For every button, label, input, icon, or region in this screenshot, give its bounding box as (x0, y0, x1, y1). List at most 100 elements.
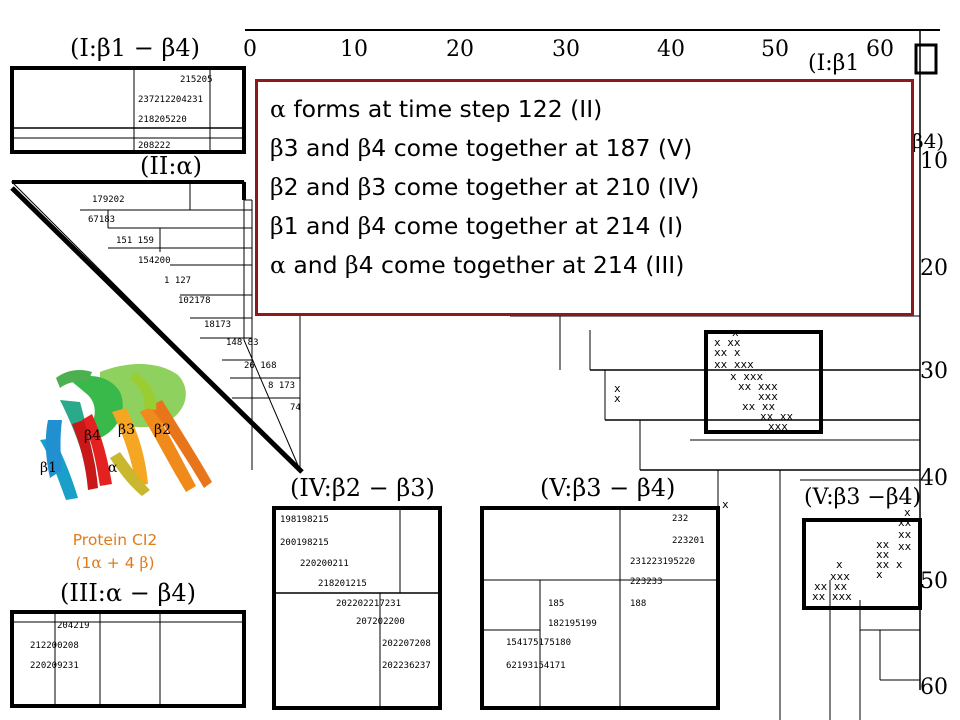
panel-IV-row: 202202217231 (336, 599, 401, 609)
contact-mark: xx xx (742, 400, 775, 413)
panel-title-V: (V:β3 − β4) (540, 474, 675, 502)
panel-title-II: (II:α) (140, 152, 202, 180)
right-tick-30: 30 (920, 359, 948, 384)
panel-V-row: 154175175180 (506, 638, 571, 648)
panel-II-row: 8 173 (268, 381, 295, 391)
annotation-line: β1 and β4 come together at 214 (I) (270, 212, 684, 240)
panel-IV-row: 220200211 (300, 559, 349, 569)
panel-I-row: 208222 (138, 141, 171, 151)
panel-title-I: (I:β1 − β4) (70, 34, 200, 62)
panel-II-row: 151 159 (116, 236, 154, 246)
panel-IV-row: 202236237 (382, 661, 431, 671)
panel-title-V-right: (V:β3 −β4) (804, 485, 921, 510)
panel-II-row: 1 127 (164, 276, 191, 286)
contact-mark: xx (876, 548, 890, 561)
panel-IV-row: 200198215 (280, 538, 329, 548)
panel-III-row: 220209231 (30, 661, 79, 671)
contact-mark: xx xxx (812, 590, 852, 603)
annotation-line: α forms at time step 122 (II) (270, 95, 603, 123)
panel-title-I-right: (I:β1 (808, 51, 859, 76)
panel-V-row: 231223195220 (630, 557, 695, 567)
contact-mark: xxx (768, 420, 788, 433)
panel-V-box (480, 506, 720, 710)
top-tick-0: 0 (243, 37, 257, 62)
panel-IV-row: 218201215 (318, 579, 367, 589)
contact-mark: xx (898, 528, 912, 541)
panel-I-row: 237212204231 (138, 95, 203, 105)
top-tick-10: 10 (340, 37, 368, 62)
protein-caption: Protein CI2 (1α + 4 β) (40, 529, 190, 575)
top-tick-20: 20 (446, 37, 474, 62)
protein-label-b2: β2 (154, 422, 171, 438)
panel-V-row: 232 (672, 514, 688, 524)
panel-II-row: 148 83 (226, 338, 259, 348)
panel-title-III: (III:α − β4) (60, 579, 196, 607)
contact-mark: x (614, 382, 621, 395)
panel-II-row: 179202 (92, 195, 125, 205)
contact-mark: x (614, 392, 621, 405)
contact-mark: x (732, 326, 739, 339)
protein-caption-composition: (1α + 4 β) (75, 554, 155, 572)
contact-mark: xx xx (814, 580, 847, 593)
panel-IV-row: 202207208 (382, 639, 431, 649)
panel-III-row: 204219 (57, 621, 90, 631)
contact-mark: xx (876, 538, 890, 551)
contact-mark: x (876, 568, 883, 581)
panel-title-b4-right: β4) (912, 129, 944, 153)
panel-II-row: 26 168 (244, 361, 277, 371)
protein-label-b3: β3 (118, 422, 135, 438)
contact-mark: x (836, 558, 843, 571)
contact-mark: xx xxx (738, 380, 778, 393)
right-tick-10: 10 (920, 149, 948, 174)
contact-mark: xx xx (760, 410, 793, 423)
panel-IV-box (272, 506, 442, 710)
right-tick-40: 40 (920, 466, 948, 491)
panel-I-row: 218205220 (138, 115, 187, 125)
contact-mark: xx (898, 540, 912, 553)
right-tick-20: 20 (920, 256, 948, 281)
protein-label-b1: β1 (40, 460, 57, 476)
panel-IV-row: 198198215 (280, 515, 329, 525)
annotation-line: β3 and β4 come together at 187 (V) (270, 134, 693, 162)
top-tick-30: 30 (552, 37, 580, 62)
contact-mark: xx x (876, 558, 903, 571)
panel-I-row: 215205 (180, 75, 213, 85)
panel-V-row: 185 (548, 599, 564, 609)
panel-V-row: 188 (630, 599, 646, 609)
panel-V-row: 223201 (672, 536, 705, 546)
highlight-box-right (802, 518, 922, 610)
panel-III-row: 212200208 (30, 641, 79, 651)
panel-III-box (10, 610, 246, 708)
right-tick-50: 50 (920, 569, 948, 594)
protein-label-b4: β4 (84, 428, 101, 444)
panel-II-row: 67183 (88, 215, 115, 225)
panel-II-row: 18173 (204, 320, 231, 330)
panel-IV-row: 207202200 (356, 617, 405, 627)
panel-title-IV: (IV:β2 − β3) (290, 474, 435, 502)
panel-II-row: 102178 (178, 296, 211, 306)
panel-V-row: 223233 (630, 577, 663, 587)
panel-II-diagonal (10, 186, 304, 474)
protein-caption-name: Protein CI2 (72, 531, 158, 549)
annotation-box: α forms at time step 122 (II) β3 and β4 … (255, 79, 914, 316)
contact-mark: xxx (830, 570, 850, 583)
protein-label-alpha: α (108, 460, 118, 476)
panel-II-row: 74 (290, 403, 301, 413)
right-tick-60: 60 (920, 675, 948, 700)
panel-V-row: 62193154171 (506, 661, 566, 671)
panel-V-row: 182195199 (548, 619, 597, 629)
annotation-line: β2 and β3 come together at 210 (IV) (270, 173, 700, 201)
contact-mark: x xx (714, 336, 741, 349)
contact-mark: xx x (714, 346, 741, 359)
contact-mark: xx (898, 516, 912, 529)
panel-I-box (10, 66, 246, 154)
top-tick-60: 60 (866, 37, 894, 62)
top-tick-40: 40 (657, 37, 685, 62)
highlight-box-main (704, 330, 823, 434)
contact-mark: xxx (758, 390, 778, 403)
top-tick-50: 50 (761, 37, 789, 62)
protein-ribbon-image (40, 364, 212, 500)
annotation-line: α and β4 come together at 214 (III) (270, 251, 685, 279)
contact-mark: x (904, 506, 911, 519)
